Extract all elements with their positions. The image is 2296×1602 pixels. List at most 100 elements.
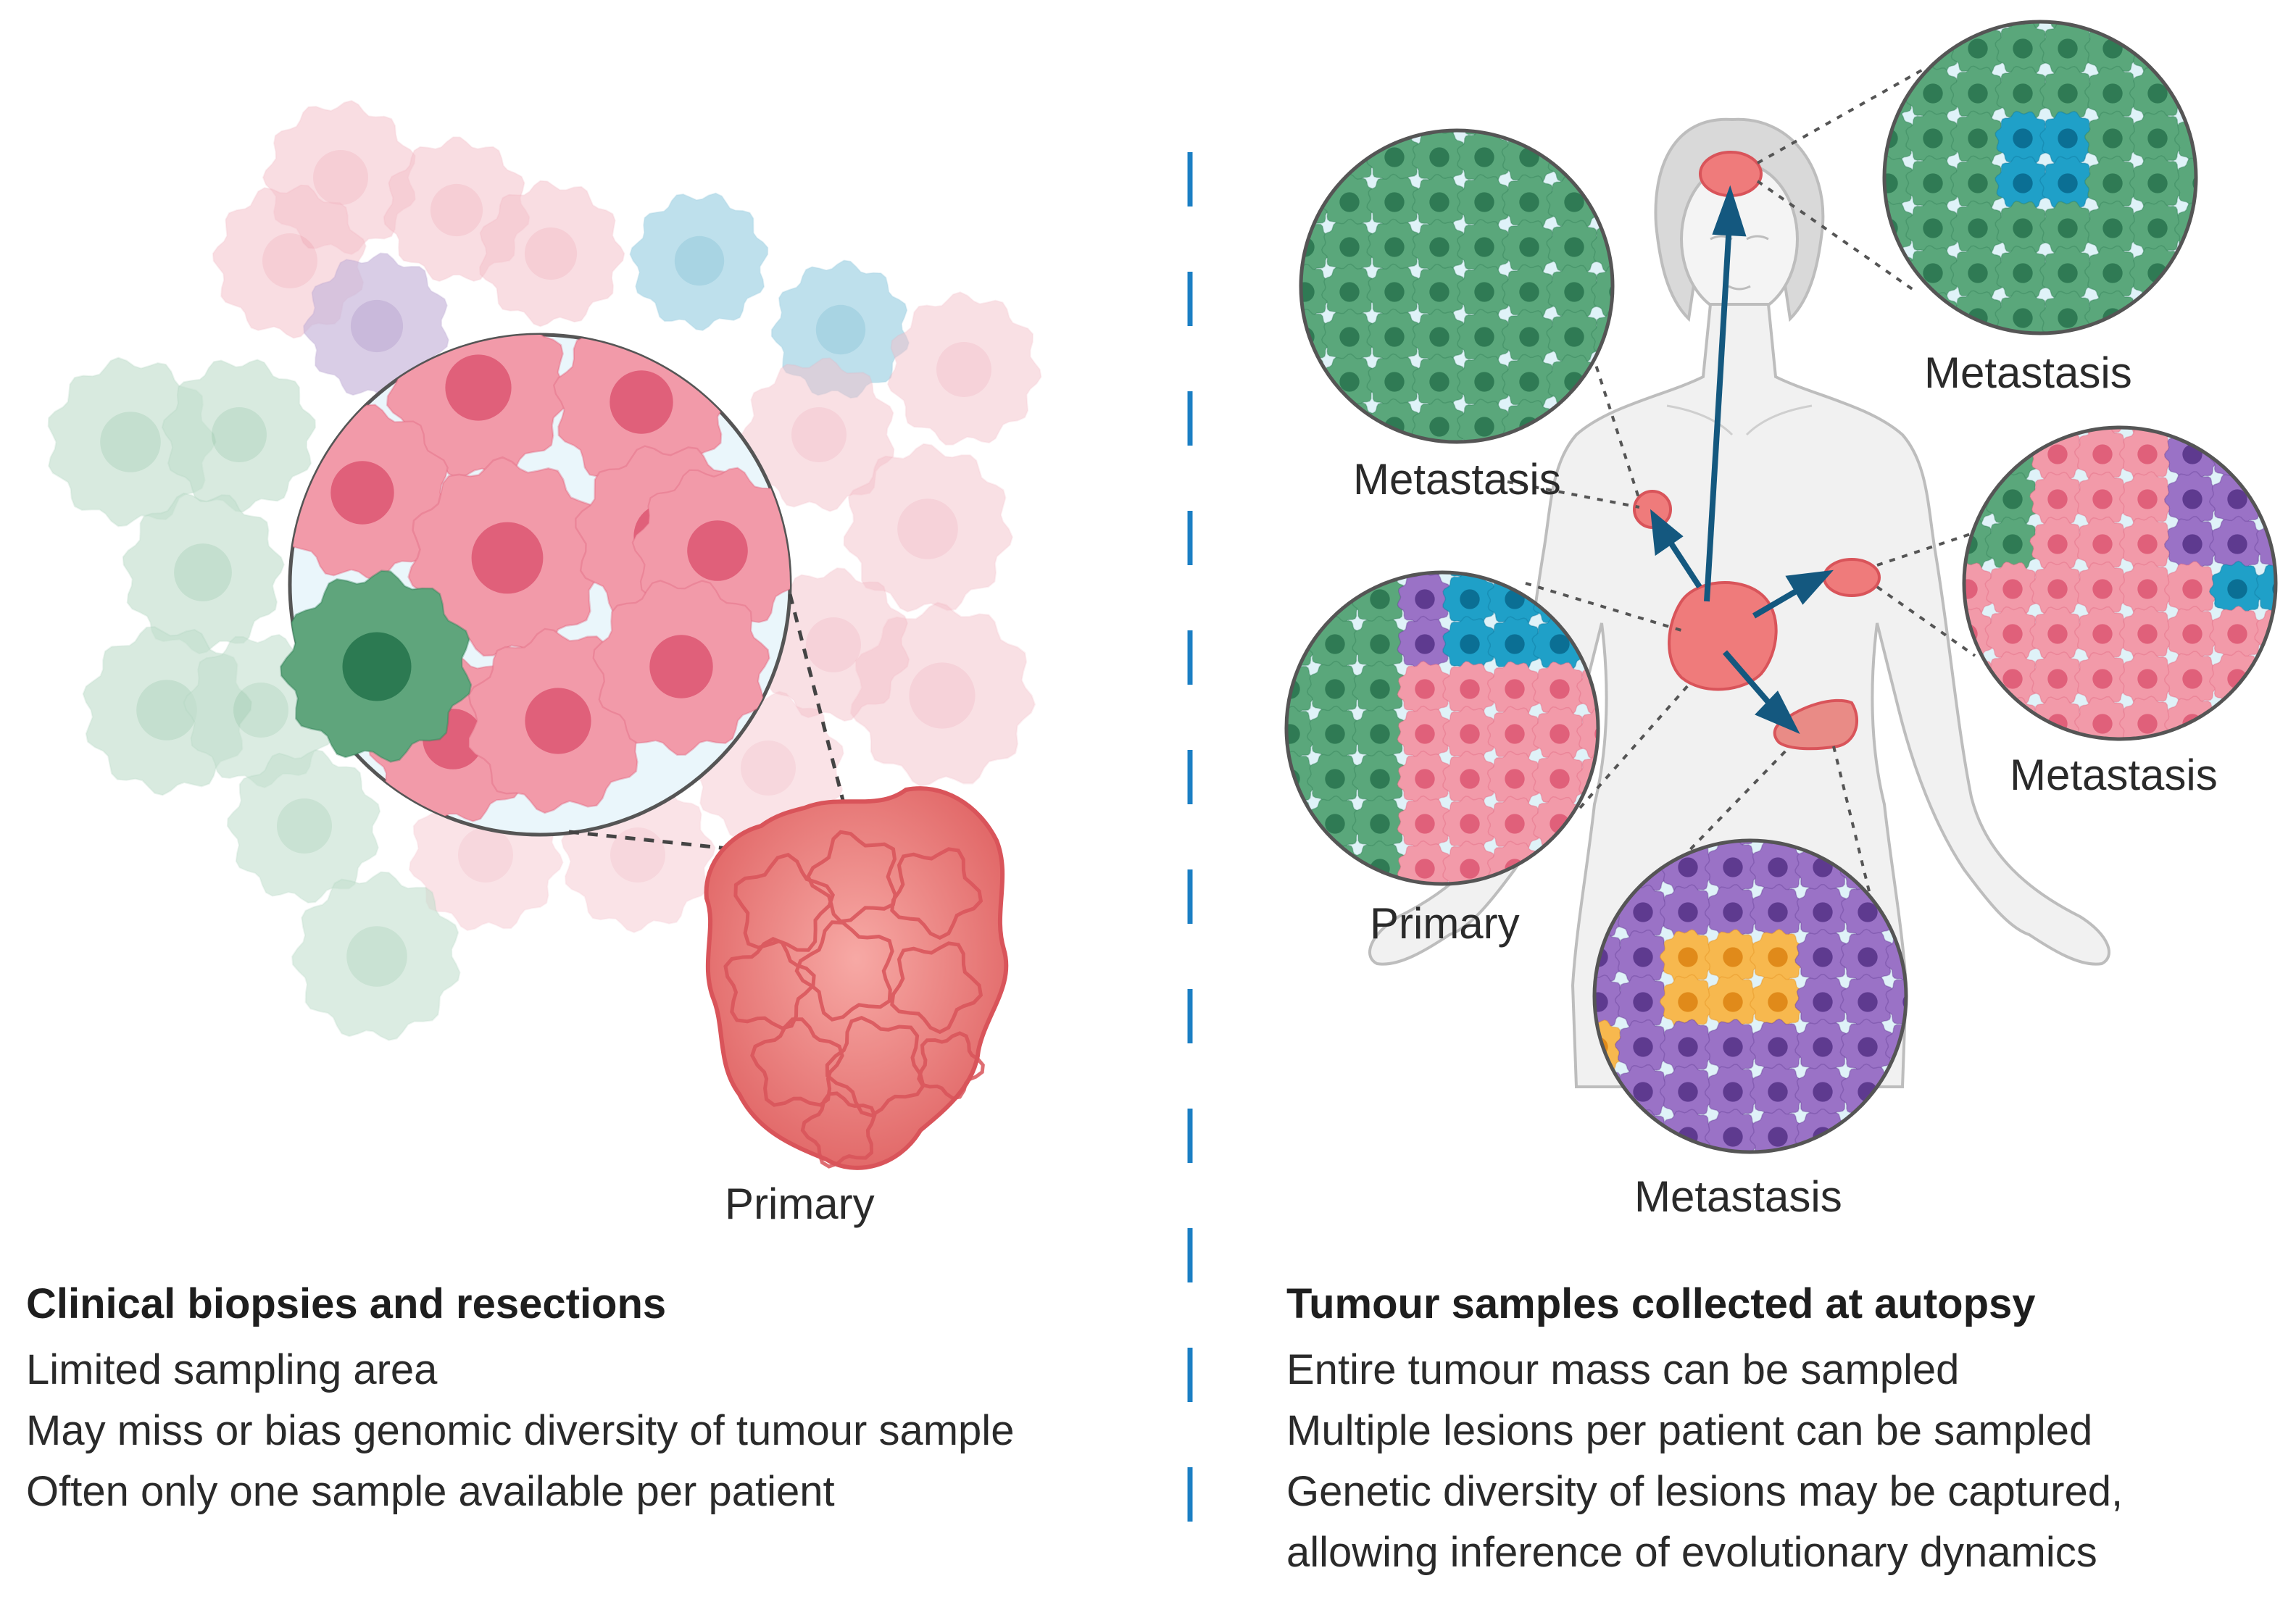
sample-cell xyxy=(2039,155,2096,212)
sample-cell xyxy=(2254,427,2276,482)
sample-cell xyxy=(1546,309,1603,366)
sample-cell xyxy=(1749,973,1806,1030)
sample-cell xyxy=(2084,155,2141,212)
sample-cell xyxy=(1950,155,2006,212)
sample-cell xyxy=(1366,218,1423,275)
sample-cell xyxy=(2208,560,2266,617)
sample-cell xyxy=(2118,427,2175,483)
tumour-lobe xyxy=(917,1031,985,1101)
sample-cell xyxy=(2039,110,2096,167)
sample-cell xyxy=(1301,130,1333,141)
sample-cell xyxy=(1306,660,1363,717)
sample-cell xyxy=(2084,200,2141,257)
sample-cell xyxy=(2029,606,2086,663)
sample-cell xyxy=(1411,264,1468,320)
sample-cell xyxy=(1749,1063,1806,1120)
metastasis-arrows xyxy=(1650,185,1834,734)
sample-cell xyxy=(1286,572,1318,583)
sample-cell xyxy=(2254,427,2276,437)
sample-cell xyxy=(1749,928,1806,985)
sample-cell xyxy=(2208,427,2266,438)
sample-cell xyxy=(1531,751,1589,808)
sample-cell xyxy=(1397,750,1453,807)
sample-cell xyxy=(1950,65,2006,122)
sample-cell xyxy=(2174,22,2196,77)
sample-cell xyxy=(1749,883,1806,940)
left-text-block: Clinical biopsies and resections Limited… xyxy=(26,1279,1014,1522)
sample-cell xyxy=(1984,696,2042,739)
faded-cell xyxy=(629,192,769,331)
faded-cell xyxy=(843,443,1013,613)
sample-cell xyxy=(2074,427,2131,483)
sample-cell xyxy=(1984,516,2042,573)
sample-cell xyxy=(2084,22,2141,33)
sample-cell xyxy=(1397,795,1453,852)
sample-cell xyxy=(1614,974,1671,1031)
sample-cell xyxy=(2039,22,2096,78)
sample-cell xyxy=(1995,65,2052,122)
sample-cell xyxy=(1486,616,1543,672)
sample-cell xyxy=(1659,1064,1715,1120)
sample-cell xyxy=(2084,65,2141,122)
sample-cell xyxy=(1501,219,1557,276)
sample-cell xyxy=(1590,130,1613,186)
sample-cell xyxy=(1659,929,1715,985)
sample-cell xyxy=(1366,353,1423,410)
sample-cell xyxy=(2208,515,2266,572)
primary-tumour xyxy=(704,786,1009,1170)
sample-cell xyxy=(1286,796,1318,852)
sample-cell xyxy=(1306,750,1363,807)
human-body xyxy=(1368,117,2110,1088)
label-metastasis-right: Metastasis xyxy=(2010,751,2218,799)
faded-cell xyxy=(47,356,217,527)
sample-cell xyxy=(1546,219,1603,276)
sample-cell xyxy=(1659,974,1715,1030)
left-heading: Clinical biopsies and resections xyxy=(26,1280,667,1327)
sample-cell xyxy=(1794,1019,1851,1075)
right-text-block: Tumour samples collected at autopsy Enti… xyxy=(1286,1279,2123,1583)
faded-cell xyxy=(226,748,381,904)
faded-cell xyxy=(755,567,910,722)
sample-cell xyxy=(1905,22,1962,32)
right-point: Multiple lesions per patient can be samp… xyxy=(1286,1407,2093,1454)
sample-cell xyxy=(1749,1018,1806,1075)
sample-cell xyxy=(1884,22,1916,32)
faded-cell xyxy=(291,871,461,1041)
right-point: allowing inference of evolutionary dynam… xyxy=(1286,1529,2097,1576)
right-heading: Tumour samples collected at autopsy xyxy=(1286,1280,2036,1327)
tumour-lobe xyxy=(890,847,983,940)
sample-cell xyxy=(2029,651,2086,708)
sample-cell xyxy=(2074,427,2131,438)
sample-cell xyxy=(1614,929,1671,986)
sample-cell xyxy=(2208,605,2266,662)
sample-cell xyxy=(1590,130,1613,141)
sample-cell xyxy=(1306,572,1363,583)
faded-cell xyxy=(161,359,317,513)
sample-cell xyxy=(2254,561,2276,617)
sample-cell xyxy=(2029,472,2086,528)
sample-cell xyxy=(2039,245,2096,302)
sample-cell xyxy=(1486,661,1543,717)
sample-cell xyxy=(1950,245,2006,301)
sample-cell xyxy=(1995,155,2052,212)
sample-cell xyxy=(1659,1019,1715,1075)
tumour-cell xyxy=(592,580,770,756)
sample-cell xyxy=(1984,561,2042,618)
sample-cell xyxy=(1321,218,1378,275)
sample-cell xyxy=(1486,751,1543,807)
sample-cell xyxy=(1905,200,1962,256)
sample-cell xyxy=(1885,1109,1906,1152)
tumour-lobe xyxy=(750,1017,844,1107)
sample-cell xyxy=(1964,427,1997,483)
left-point: Often only one sample available per pati… xyxy=(26,1468,835,1515)
immune-cell xyxy=(280,570,473,763)
sample-cell xyxy=(1704,840,1760,896)
tumour-lobe xyxy=(723,937,816,1030)
sample-cell xyxy=(1749,840,1806,896)
background-cells xyxy=(47,100,1042,1041)
sample-cell xyxy=(2163,651,2221,707)
sample-cell xyxy=(1411,354,1468,410)
sample-cell xyxy=(2129,155,2185,212)
sample-cell xyxy=(1614,1109,1671,1152)
